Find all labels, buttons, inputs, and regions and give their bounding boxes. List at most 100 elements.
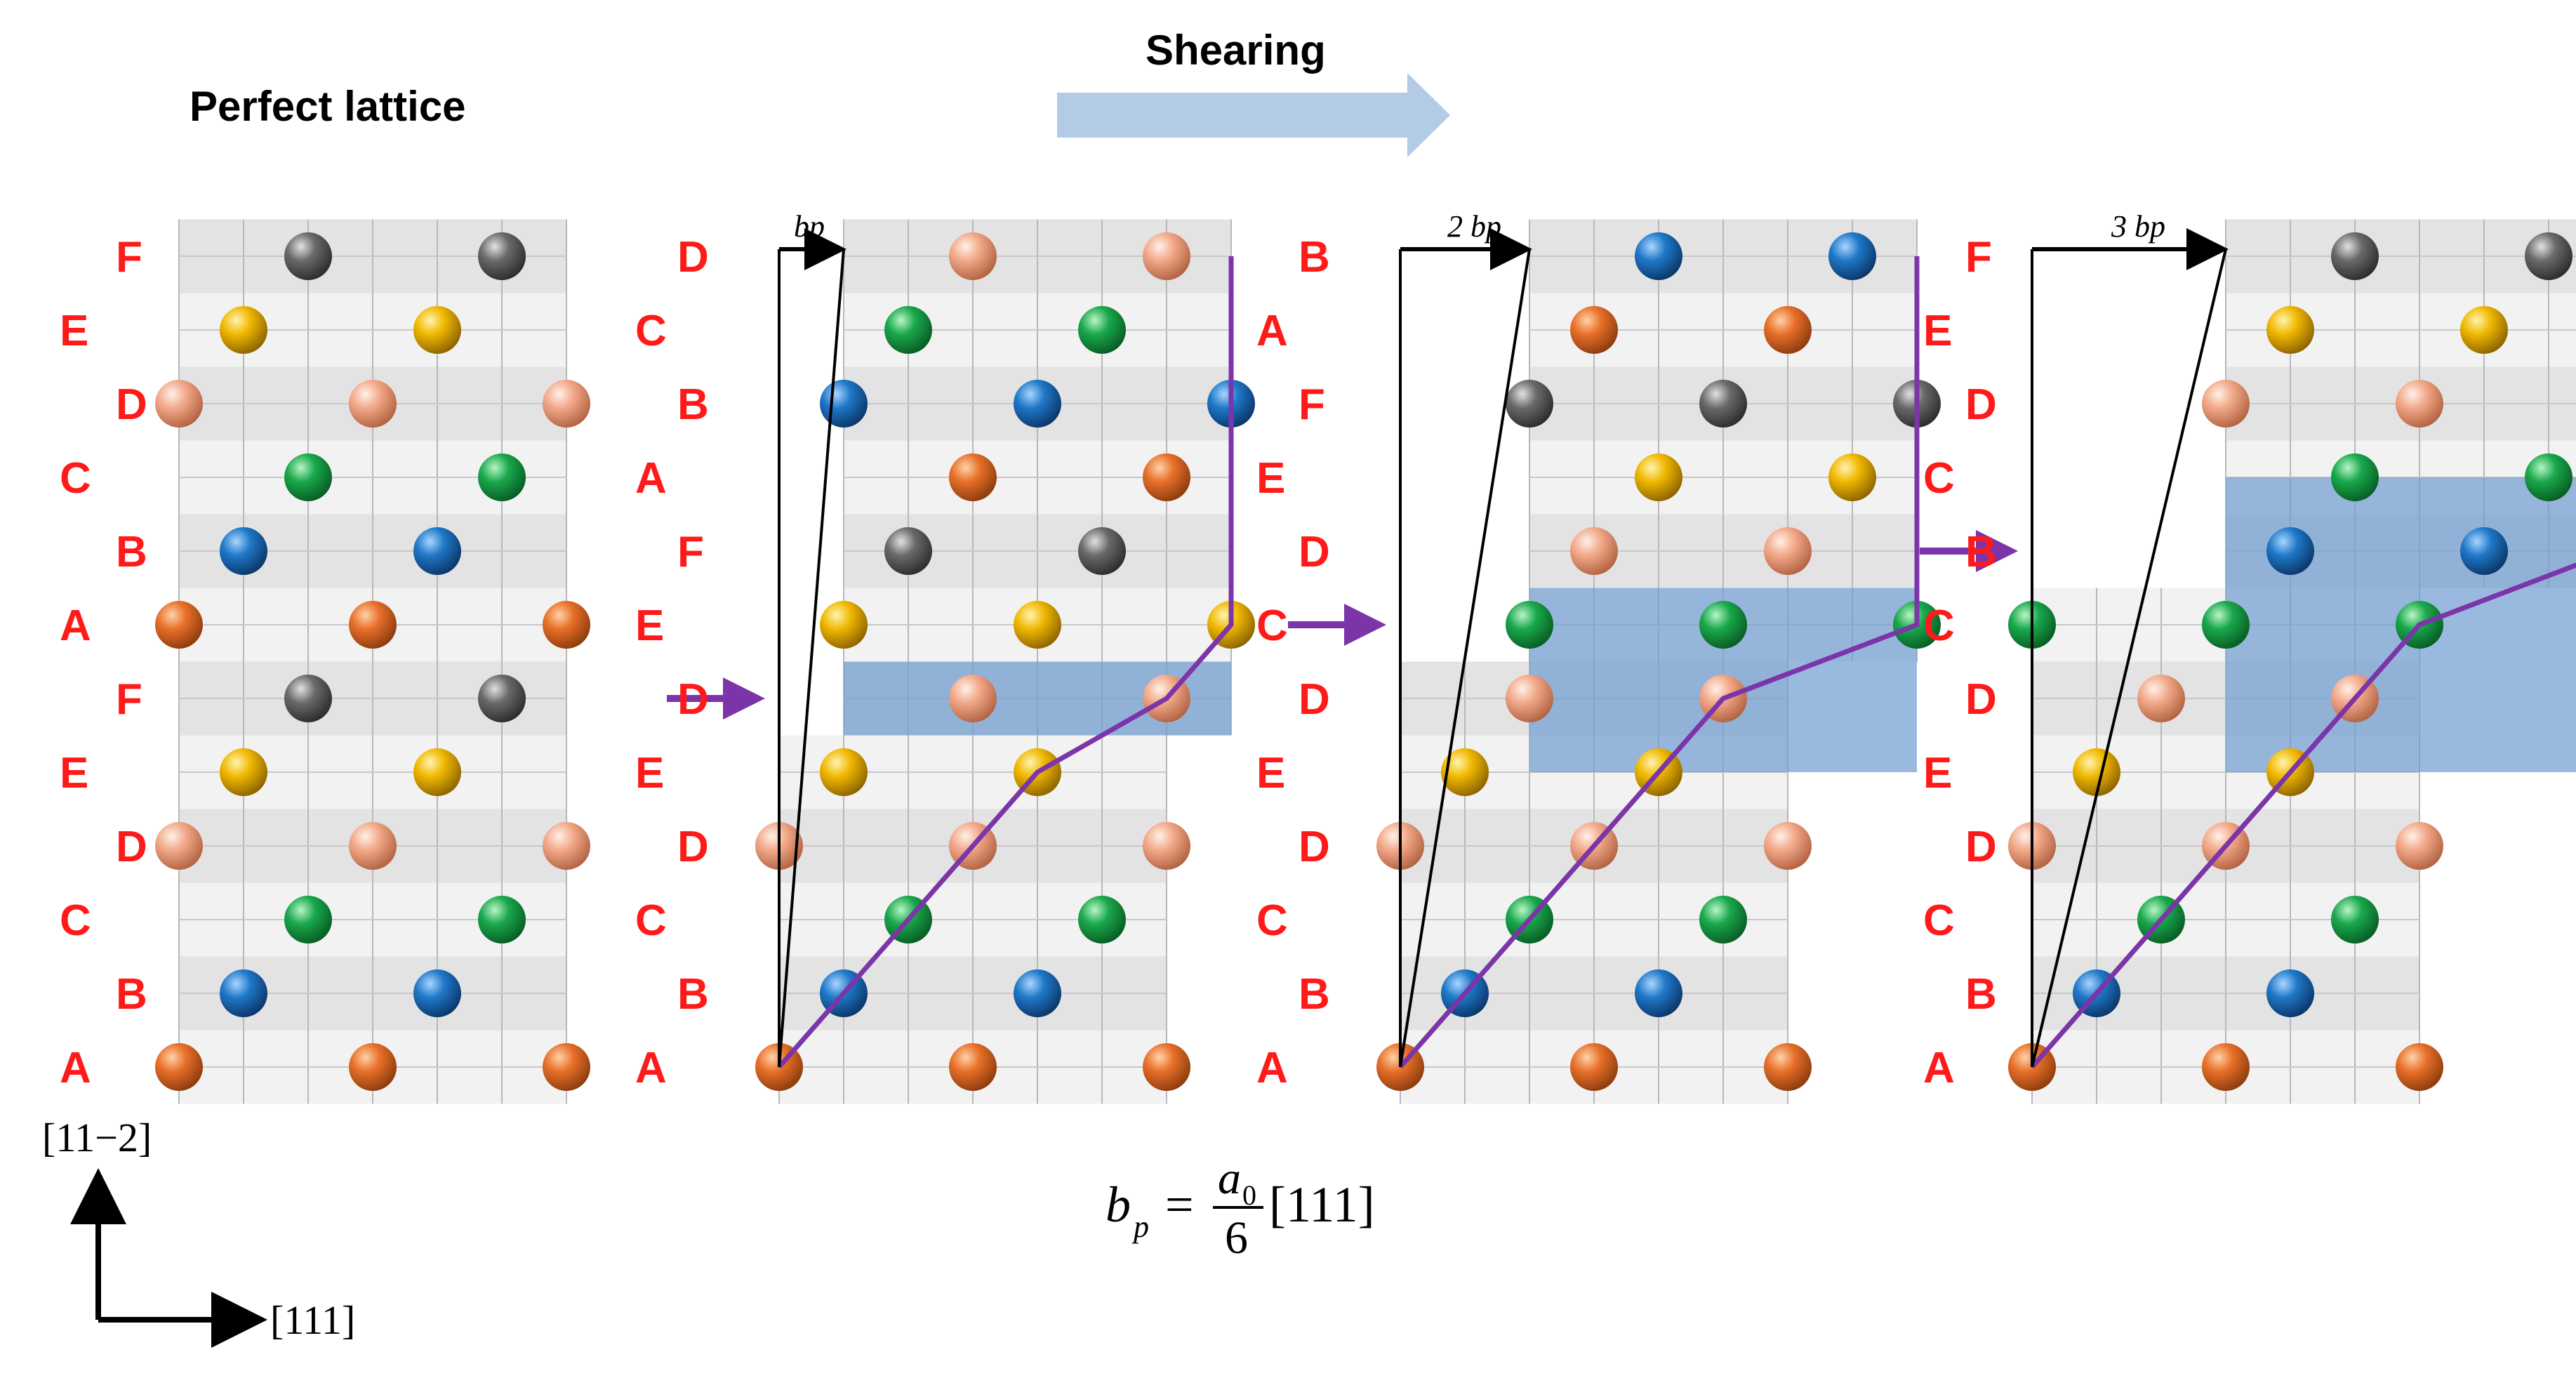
atom-D: [2202, 380, 2250, 428]
atom-D: [1506, 675, 1553, 722]
stacking-trace-line: [2030, 562, 2576, 1069]
layer-label-C: C: [60, 454, 91, 503]
layer-label-A: A: [1256, 1044, 1288, 1092]
atom-C: [2202, 601, 2250, 649]
layer-label-C: C: [1923, 602, 1955, 650]
perfect-lattice-title: Perfect lattice: [190, 83, 466, 130]
atom-A: [155, 1043, 203, 1091]
layer-label-D: D: [116, 380, 147, 429]
atom-C: [1699, 601, 1747, 649]
formula-direction: [111]: [1269, 1177, 1375, 1233]
layer-label-A: A: [60, 1044, 91, 1092]
atom-E: [2266, 306, 2314, 354]
layer-label-C: C: [635, 896, 667, 945]
atom-E: [220, 306, 267, 354]
layer-label-B: B: [1299, 233, 1330, 281]
atom-F: [478, 232, 526, 280]
layer-label-A: A: [1923, 1044, 1955, 1092]
atom-C: [1699, 896, 1747, 943]
shifted-vector: [2031, 249, 2227, 1068]
atom-E: [413, 306, 461, 354]
layer-label-E: E: [1256, 454, 1285, 503]
atom-D: [2396, 380, 2443, 428]
layer-label-E: E: [1256, 749, 1285, 797]
layer-label-D: D: [677, 675, 709, 724]
layer-label-E: E: [60, 307, 88, 355]
layer-label-D: D: [116, 823, 147, 871]
atom-F: [884, 527, 932, 575]
atom-B: [820, 380, 868, 428]
atom-D: [349, 822, 397, 870]
atom-B: [1014, 380, 1061, 428]
atom-C: [284, 453, 332, 501]
shift-label: 3 bp: [2111, 209, 2165, 244]
atom-F: [284, 232, 332, 280]
atom-A: [2202, 1043, 2250, 1091]
layer-label-C: C: [1256, 896, 1288, 945]
layer-label-C: C: [1923, 454, 1955, 503]
atom-D: [155, 822, 203, 870]
atom-E: [2073, 748, 2120, 796]
atom-A: [1764, 1043, 1812, 1091]
horizontal-axis-label: [111]: [270, 1297, 355, 1343]
atom-F: [1078, 527, 1126, 575]
layer-label-B: B: [1965, 970, 1997, 1019]
atom-C: [478, 896, 526, 943]
layer-label-D: D: [1299, 528, 1330, 576]
layer-label-F: F: [677, 528, 704, 576]
atom-F: [284, 675, 332, 722]
atom-A: [1570, 1043, 1618, 1091]
atom-F: [2331, 232, 2379, 280]
layer-label-E: E: [60, 749, 88, 797]
atom-B: [1828, 232, 1876, 280]
atom-D: [1143, 822, 1190, 870]
atom-A: [155, 601, 203, 649]
layer-label-D: D: [1965, 380, 1997, 429]
layer-label-B: B: [1299, 970, 1330, 1019]
layer-label-B: B: [116, 528, 147, 576]
atom-F: [478, 675, 526, 722]
formula-denominator: 6: [1225, 1212, 1248, 1264]
atom-D: [2396, 822, 2443, 870]
layer-label-D: D: [677, 823, 709, 871]
atom-D: [1764, 527, 1812, 575]
layer-label-D: D: [1299, 823, 1330, 871]
layer-label-A: A: [60, 602, 91, 650]
layer-label-E: E: [1923, 307, 1952, 355]
layer-label-A: A: [1256, 307, 1288, 355]
atom-E: [1014, 601, 1061, 649]
atom-C: [884, 306, 932, 354]
atom-C: [2525, 453, 2572, 501]
formula-equals: =: [1165, 1177, 1194, 1233]
formula-numerator: a: [1218, 1153, 1241, 1204]
atom-B: [220, 527, 267, 575]
atom-A: [349, 601, 397, 649]
layer-label-F: F: [116, 675, 142, 724]
formula-lhs-subscript: p: [1131, 1210, 1149, 1244]
atom-D: [1764, 822, 1812, 870]
layer-label-D: D: [1965, 823, 1997, 871]
atom-C: [284, 896, 332, 943]
atom-F: [1699, 380, 1747, 428]
layer-label-E: E: [635, 602, 664, 650]
atom-B: [220, 969, 267, 1017]
layer-label-E: E: [1923, 749, 1952, 797]
layer-label-B: B: [1965, 528, 1997, 576]
atom-B: [1014, 969, 1061, 1017]
shift-label: bp: [794, 209, 825, 244]
axis-indicator: [11−2] [111]: [42, 1115, 355, 1348]
stacking-trace-line: [1398, 256, 1920, 1069]
shearing-arrow: [1057, 73, 1450, 157]
atom-A: [949, 1043, 997, 1091]
layer-label-B: B: [116, 970, 147, 1019]
shift-label: 2 bp: [1447, 209, 1501, 244]
atom-C: [1078, 896, 1126, 943]
atom-A: [543, 601, 590, 649]
atom-E: [1441, 748, 1489, 796]
formula-numerator-subscript: 0: [1242, 1179, 1256, 1211]
atom-B: [413, 527, 461, 575]
layer-label-F: F: [1299, 380, 1325, 429]
